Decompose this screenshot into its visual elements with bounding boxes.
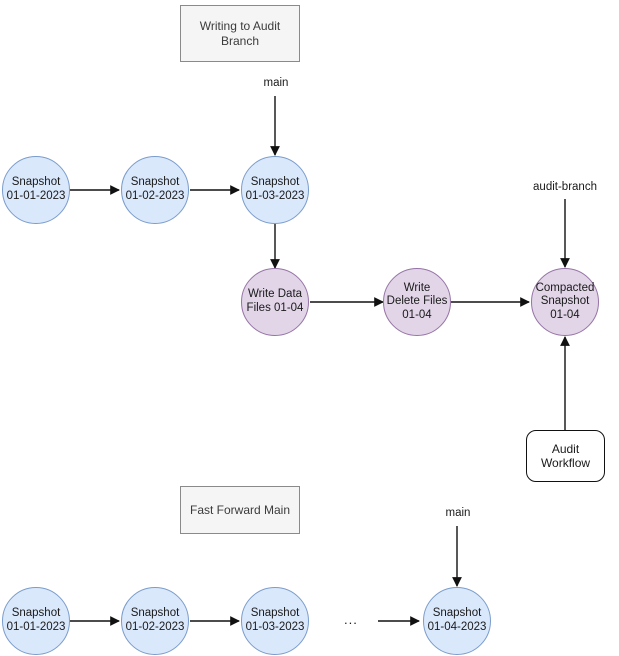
- node-snapshot-01-02-2023[interactable]: Snapshot 01-02-2023: [121, 156, 189, 224]
- node-label: Snapshot 01-02-2023: [125, 176, 185, 202]
- node-label: Snapshot 01-01-2023: [6, 176, 66, 202]
- group-label-writing-to-audit-branch: Writing to Audit Branch: [180, 5, 300, 62]
- node-label: Snapshot 01-01-2023: [6, 607, 66, 633]
- ellipsis-text: ...: [344, 612, 358, 627]
- node-ff-snapshot-01-01-2023[interactable]: Snapshot 01-01-2023: [2, 587, 70, 655]
- group-label-fast-forward-main: Fast Forward Main: [180, 486, 300, 534]
- ellipsis-indicator: ...: [344, 612, 358, 627]
- branch-label-main-top: main: [255, 77, 297, 89]
- node-label: Write Delete Files 01-04: [386, 281, 448, 321]
- node-label: Audit Workflow: [540, 441, 591, 470]
- node-label: Snapshot 01-04-2023: [427, 607, 487, 633]
- node-ff-snapshot-01-04-2023[interactable]: Snapshot 01-04-2023: [423, 587, 491, 655]
- group-label-text: Writing to Audit Branch: [199, 19, 281, 48]
- node-label: Write Data Files 01-04: [246, 288, 304, 314]
- branch-label-main-bottom-text: main: [445, 507, 471, 519]
- node-audit-workflow[interactable]: Audit Workflow: [526, 430, 605, 482]
- node-label: Snapshot 01-03-2023: [245, 607, 305, 633]
- branch-label-audit-branch: audit-branch: [521, 181, 609, 193]
- node-compacted-snapshot-01-04[interactable]: Compacted Snapshot 01-04: [531, 268, 599, 336]
- node-ff-snapshot-01-03-2023[interactable]: Snapshot 01-03-2023: [241, 587, 309, 655]
- node-write-data-files-01-04[interactable]: Write Data Files 01-04: [241, 268, 309, 336]
- node-snapshot-01-01-2023[interactable]: Snapshot 01-01-2023: [2, 156, 70, 224]
- node-label: Snapshot 01-03-2023: [245, 176, 305, 202]
- node-snapshot-01-03-2023[interactable]: Snapshot 01-03-2023: [241, 156, 309, 224]
- branch-label-main-top-text: main: [263, 77, 289, 89]
- node-ff-snapshot-01-02-2023[interactable]: Snapshot 01-02-2023: [121, 587, 189, 655]
- branch-label-audit-branch-text: audit-branch: [533, 181, 597, 193]
- node-label: Compacted Snapshot 01-04: [535, 281, 595, 321]
- node-label: Snapshot 01-02-2023: [125, 607, 185, 633]
- branch-label-main-bottom: main: [437, 507, 479, 519]
- node-write-delete-files-01-04[interactable]: Write Delete Files 01-04: [383, 268, 451, 336]
- group-label-text: Fast Forward Main: [189, 502, 291, 517]
